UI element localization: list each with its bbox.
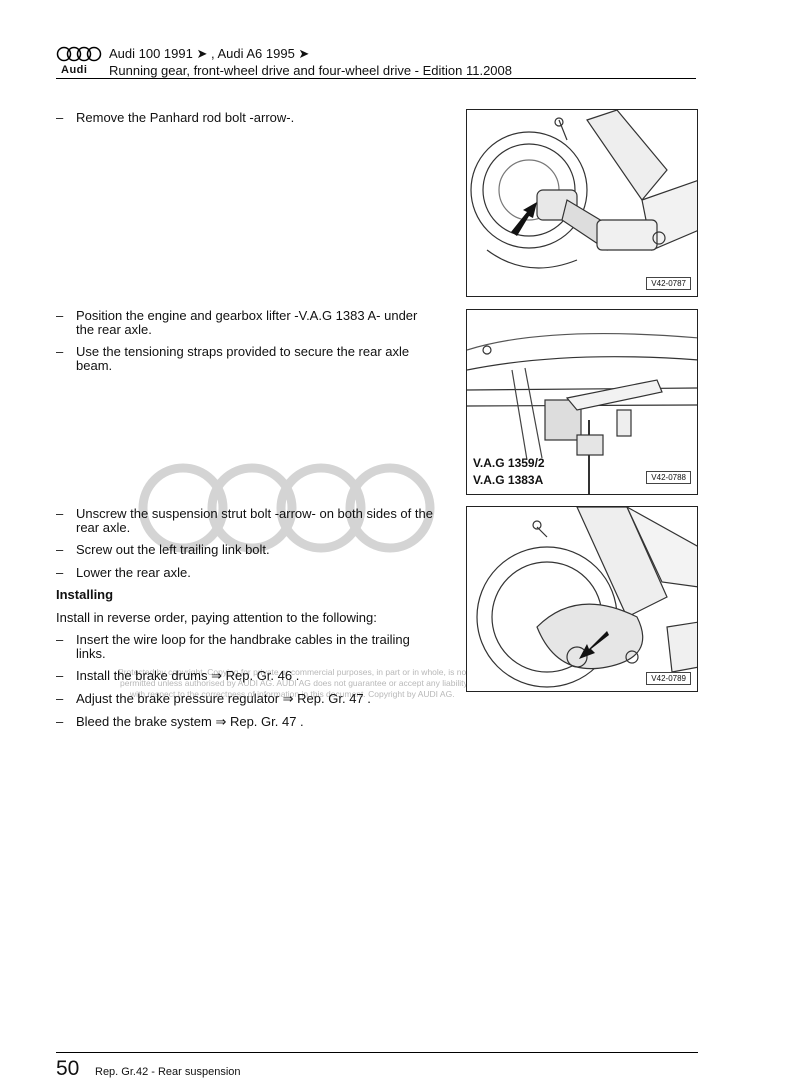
step-text-link[interactable]: Adjust the brake pressure regulator ⇒ Re…: [76, 691, 371, 706]
list-item: – Use the tensioning straps provided to …: [56, 345, 436, 373]
list-dash: –: [56, 308, 64, 323]
header-manual-title: Running gear, front-wheel drive and four…: [109, 63, 512, 78]
step-text-link[interactable]: Install the brake drums ⇒ Rep. Gr. 46 .: [76, 668, 300, 683]
step-text: Screw out the left trailing link bolt.: [76, 542, 270, 557]
list-item: – Lower the rear axle.: [56, 566, 436, 580]
step-text: Use the tensioning straps provided to se…: [76, 344, 410, 373]
figure-code: V42-0787: [646, 277, 691, 290]
audi-logo-text: Audi: [61, 64, 88, 76]
list-dash: –: [56, 632, 64, 647]
step-text-link[interactable]: Bleed the brake system ⇒ Rep. Gr. 47 .: [76, 714, 304, 729]
list-item: – Install the brake drums ⇒ Rep. Gr. 46 …: [56, 669, 436, 683]
brake-drum-illustration-icon: [470, 110, 697, 269]
list-item: – Adjust the brake pressure regulator ⇒ …: [56, 692, 436, 706]
step-text: Insert the wire loop for the handbrake c…: [76, 632, 410, 661]
list-dash: –: [56, 668, 64, 683]
step-text: Remove the Panhard rod bolt -arrow-.: [76, 110, 295, 125]
step-text: Position the engine and gearbox lifter -…: [76, 308, 418, 337]
installing-heading: Installing: [56, 587, 114, 602]
tool-label-1383a: V.A.G 1383A: [473, 473, 544, 487]
list-item: – Remove the Panhard rod bolt -arrow-.: [56, 111, 436, 125]
suspension-strut-illustration-icon: [476, 507, 697, 688]
list-dash: –: [56, 565, 64, 580]
step-text: Unscrew the suspension strut bolt -arrow…: [76, 506, 433, 535]
footer-divider: [56, 1052, 698, 1053]
header-model-line: Audi 100 1991 ➤ , Audi A6 1995 ➤: [109, 46, 310, 61]
watermark-rings-icon: [138, 463, 435, 553]
list-dash: –: [56, 714, 64, 729]
list-dash: –: [56, 542, 64, 557]
list-dash: –: [56, 691, 64, 706]
figure-suspension-strut-bolt: V42-0789: [466, 506, 698, 692]
list-dash: –: [56, 110, 64, 125]
page-header: Audi Audi 100 1991 ➤ , Audi A6 1995 ➤ Ru…: [56, 44, 696, 80]
gearbox-lifter-illustration-icon: [467, 332, 697, 494]
figure-panhard-rod-bolt: V42-0787: [466, 109, 698, 297]
watermark-text-3: with respect to the correctness of infor…: [130, 689, 455, 699]
installing-intro: Install in reverse order, paying attenti…: [56, 610, 377, 625]
header-divider: [56, 78, 696, 79]
figure-code: V42-0789: [646, 672, 691, 685]
watermark-text-1: Protected by copyright. Copying for priv…: [118, 667, 469, 677]
figure-gearbox-lifter: V.A.G 1359/2 V.A.G 1383A V42-0788: [466, 309, 698, 495]
list-item: – Bleed the brake system ⇒ Rep. Gr. 47 .: [56, 715, 436, 729]
list-dash: –: [56, 506, 64, 521]
list-item: – Screw out the left trailing link bolt.: [56, 543, 436, 557]
footer-section: Rep. Gr.42 - Rear suspension: [95, 1066, 241, 1078]
list-item: – Position the engine and gearbox lifter…: [56, 309, 436, 337]
step-text: Lower the rear axle.: [76, 565, 191, 580]
tool-label-1359: V.A.G 1359/2: [473, 456, 545, 470]
list-item: – Insert the wire loop for the handbrake…: [56, 633, 436, 661]
figure-code: V42-0788: [646, 471, 691, 484]
audi-rings-logo-icon: [56, 46, 102, 62]
page-number: 50: [56, 1057, 80, 1080]
list-item: – Unscrew the suspension strut bolt -arr…: [56, 507, 436, 535]
list-dash: –: [56, 344, 64, 359]
watermark-text-2: permitted unless authorised by AUDI AG. …: [120, 678, 468, 688]
